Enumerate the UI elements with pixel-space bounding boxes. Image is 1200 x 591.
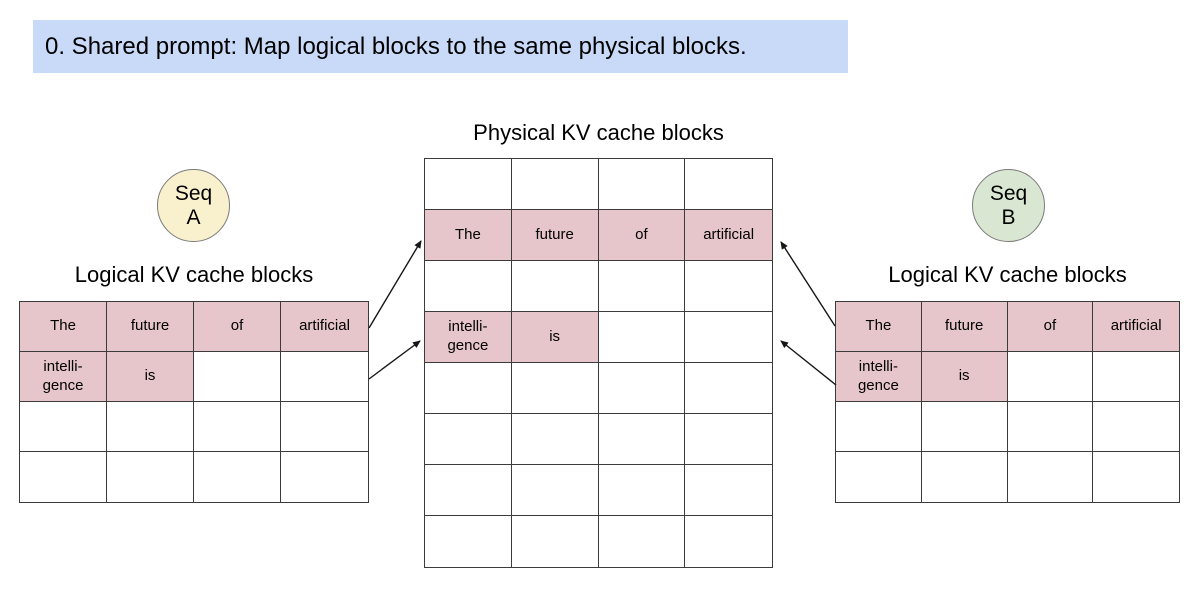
- kv-block-cell: [598, 414, 686, 465]
- kv-block-cell: [281, 352, 368, 402]
- kv-block-cell: [281, 452, 368, 502]
- kv-block-cell: artificial: [281, 302, 368, 352]
- kv-block-cell: [194, 352, 281, 402]
- seq-b-badge-line2: B: [1001, 205, 1016, 229]
- kv-block-cell: [598, 261, 686, 312]
- arrow-seq-b-block0-to-physical: [780, 241, 836, 327]
- kv-block-cell: of: [598, 210, 686, 261]
- kv-block-cell: [836, 452, 922, 502]
- kv-block-cell: of: [194, 302, 281, 352]
- kv-block-cell: [836, 402, 922, 452]
- kv-block-cell: [425, 465, 512, 516]
- seq-b-logical-title: Logical KV cache blocks: [888, 262, 1127, 287]
- kv-block-cell: intelli- gence: [20, 352, 107, 402]
- kv-block-cell: [685, 363, 772, 414]
- kv-block-cell: [511, 465, 599, 516]
- seq-a-badge-line2: A: [186, 205, 201, 229]
- kv-block-cell: future: [921, 302, 1008, 352]
- kv-block-cell: [425, 159, 512, 210]
- kv-block-cell: [194, 452, 281, 502]
- arrow-seq-a-block0-to-physical: [368, 240, 422, 329]
- kv-block-cell: future: [511, 210, 599, 261]
- seq-a-badge: Seq A: [157, 169, 230, 242]
- kv-block-cell: [107, 402, 194, 452]
- kv-block-cell: is: [107, 352, 194, 402]
- arrow-seq-a-block1-to-physical: [368, 340, 421, 380]
- kv-block-cell: [281, 402, 368, 452]
- kv-block-cell: intelli- gence: [836, 352, 922, 402]
- seq-a-logical-title: Logical KV cache blocks: [74, 262, 314, 287]
- kv-block-cell: [425, 261, 512, 312]
- kv-block-cell: [512, 516, 599, 567]
- kv-block-cell: [685, 159, 772, 210]
- kv-block-cell: [598, 159, 686, 210]
- kv-block-cell: of: [1007, 302, 1094, 352]
- kv-block-cell: [1007, 352, 1094, 402]
- kv-block-cell: [511, 414, 599, 465]
- kv-block-cell: intelli- gence: [425, 312, 512, 363]
- seq-b-badge: Seq B: [972, 169, 1045, 242]
- shared-prompt-banner: 0. Shared prompt: Map logical blocks to …: [33, 20, 848, 73]
- seq-b-badge-line1: Seq: [989, 181, 1028, 205]
- kv-block-cell: [1093, 452, 1179, 502]
- kv-block-cell: [1007, 402, 1094, 452]
- kv-block-cell: [425, 363, 512, 414]
- kv-block-cell: [1093, 352, 1179, 402]
- kv-block-cell: [511, 159, 599, 210]
- kv-block-cell: [1008, 452, 1094, 502]
- kv-block-cell: [425, 516, 512, 567]
- seq-a-badge-line1: Seq: [174, 181, 213, 205]
- kv-block-cell: artificial: [685, 210, 772, 261]
- physical-kv-cache-title: Physical KV cache blocks: [473, 120, 724, 145]
- kv-block-cell: The: [836, 302, 922, 352]
- kv-block-cell: [685, 414, 772, 465]
- shared-prompt-banner-text: 0. Shared prompt: Map logical blocks to …: [45, 32, 747, 60]
- kv-block-cell: [194, 402, 281, 452]
- kv-block-cell: The: [20, 302, 107, 352]
- kv-block-cell: artificial: [1093, 302, 1179, 352]
- kv-block-cell: [922, 452, 1008, 502]
- kv-block-cell: [20, 452, 107, 502]
- kv-block-cell: [107, 452, 194, 502]
- kv-block-cell: [1093, 402, 1179, 452]
- kv-block-cell: [511, 261, 599, 312]
- kv-block-cell: The: [425, 210, 512, 261]
- kv-block-cell: is: [511, 312, 599, 363]
- kv-block-cell: [685, 465, 772, 516]
- kv-block-cell: future: [107, 302, 194, 352]
- kv-block-cell: [599, 516, 686, 567]
- kv-block-cell: is: [921, 352, 1008, 402]
- kv-block-cell: [598, 465, 686, 516]
- kv-block-cell: [511, 363, 599, 414]
- kv-block-cell: [921, 402, 1008, 452]
- kv-block-cell: [685, 312, 772, 363]
- arrow-seq-b-block1-to-physical: [780, 340, 837, 386]
- kv-block-cell: [598, 363, 686, 414]
- kv-block-cell: [685, 516, 772, 567]
- kv-block-cell: [685, 261, 772, 312]
- kv-block-cell: [20, 402, 107, 452]
- kv-block-cell: [598, 312, 686, 363]
- kv-block-cell: [425, 414, 512, 465]
